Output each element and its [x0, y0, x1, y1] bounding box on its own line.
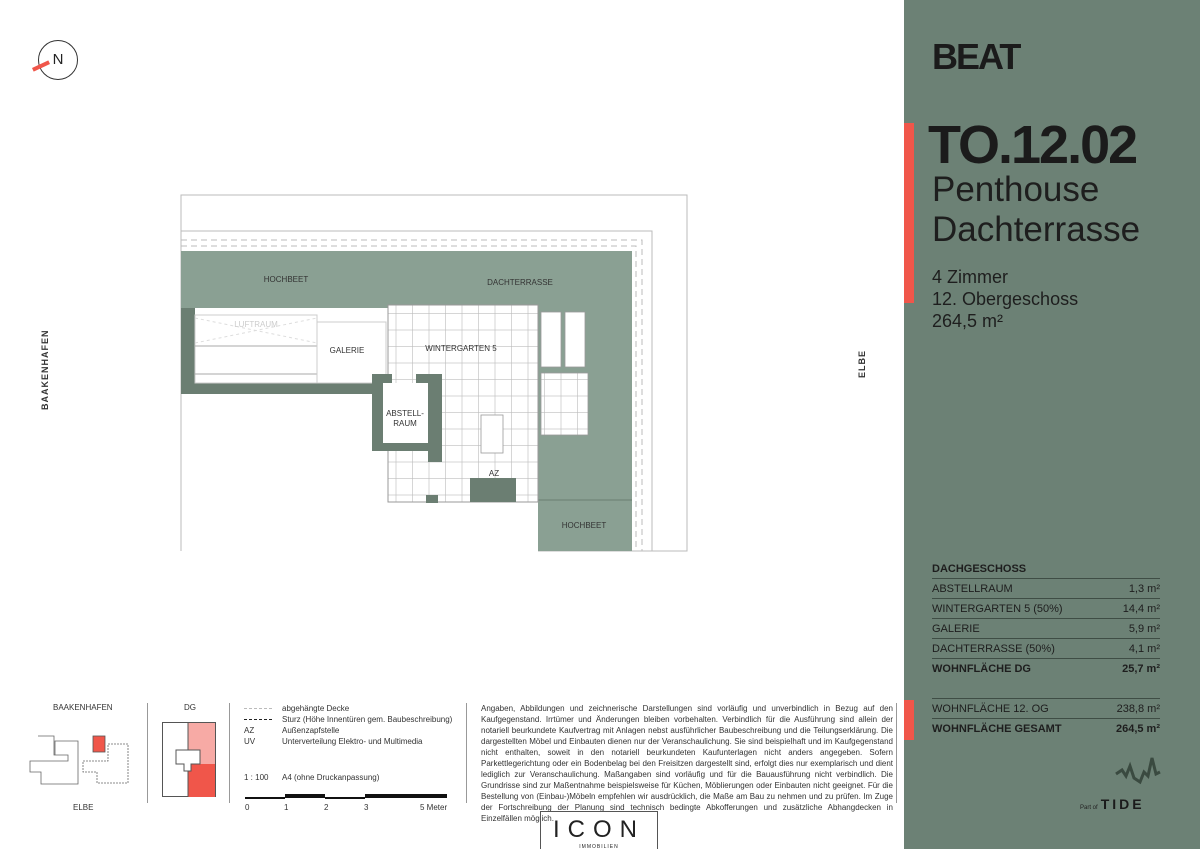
scale-info: 1 : 100 A4 (ohne Druckanpassung): [244, 773, 379, 782]
legend-text: abgehängte Decke: [282, 704, 350, 713]
scale-ratio: 1 : 100: [244, 773, 269, 782]
row-value: 238,8 m²: [1116, 703, 1160, 715]
room-label-hochbeet: HOCHBEET: [264, 275, 309, 284]
unit-info: 4 Zimmer 12. Obergeschoss 264,5 m²: [932, 266, 1078, 332]
paper-format: A4 (ohne Druckanpassung): [282, 773, 380, 782]
row-value: 1,3 m²: [1128, 583, 1160, 595]
legend-key: AZ: [244, 726, 255, 735]
scale-tick: 3: [364, 803, 369, 812]
legend-item: abgehängte Decke: [244, 703, 452, 714]
row-label: DACHTERRASSE (50%): [932, 643, 1055, 655]
scale-tick: 2: [324, 803, 329, 812]
area-table: DACHGESCHOSS ABSTELLRAUM 1,3 m² WINTERGAR…: [932, 559, 1160, 739]
keyplan-bottom-label: ELBE: [73, 803, 94, 812]
row-value: 264,5 m²: [1115, 723, 1160, 735]
site-keyplan: [29, 735, 129, 785]
unit-type-line-2: Dachterrasse: [932, 210, 1141, 249]
partner-prefix: Part of: [1080, 805, 1098, 811]
north-compass: N: [38, 40, 78, 80]
scale-bar: [245, 794, 447, 799]
tide-logo: Part of TIDE: [1080, 796, 1145, 812]
row-label: WOHNFLÄCHE 12. OG: [932, 703, 1049, 715]
keyplan-top-label: BAAKENHAFEN: [53, 703, 113, 712]
info-panel: BEAT TO.12.02 Penthouse Dachterrasse 4 Z…: [904, 0, 1200, 849]
table-row: ABSTELLRAUM 1,3 m²: [932, 579, 1160, 599]
legend-item: UV Unterverteilung Elektro- und Multimedi…: [244, 736, 452, 747]
partner-name: TIDE: [1100, 796, 1145, 812]
room-label-wintergarten: WINTERGARTEN 5: [425, 344, 497, 353]
legend-item: AZ Außenzapfstelle: [244, 725, 452, 736]
legend-text: Unterverteilung Elektro- und Multimedia: [282, 737, 423, 746]
table-header: DACHGESCHOSS: [932, 559, 1160, 579]
legend-key: UV: [244, 737, 256, 746]
row-value: 25,7 m²: [1122, 663, 1160, 675]
room-label-galerie: GALERIE: [330, 346, 365, 355]
scale-tick: 0: [245, 803, 250, 812]
row-value: 14,4 m²: [1122, 603, 1160, 615]
scale-tick: 5 Meter: [420, 803, 448, 812]
floor-label: 12. Obergeschoss: [932, 289, 1079, 309]
brand-logo: BEAT: [932, 36, 1021, 77]
unit-type: Penthouse Dachterrasse: [932, 170, 1140, 250]
unit-type-line-1: Penthouse: [932, 170, 1100, 209]
area-label: 264,5 m²: [932, 311, 1004, 331]
unit-number: TO.12.02: [928, 115, 1138, 175]
logo-name: ICON: [553, 816, 645, 843]
room-label-raum: RAUM: [393, 419, 417, 428]
legend: abgehängte Decke Sturz (Höhe Innentüren …: [244, 703, 452, 747]
accent-bar-bottom: [904, 700, 914, 740]
table-row: GALERIE 5,9 m²: [932, 619, 1160, 639]
legend-text: Außenzapfstelle: [282, 726, 340, 735]
accent-bar: [904, 123, 914, 303]
row-label: WOHNFLÄCHE DG: [932, 663, 1031, 675]
disclaimer-text: Angaben, Abbildungen und zeichnerische D…: [481, 704, 893, 823]
row-label: ABSTELLRAUM: [932, 583, 1013, 595]
legend-text: Sturz (Höhe Innentüren gem. Baubeschreib…: [282, 715, 453, 724]
table-row: WINTERGARTEN 5 (50%) 14,4 m²: [932, 599, 1160, 619]
legend-item: Sturz (Höhe Innentüren gem. Baubeschreib…: [244, 714, 452, 725]
floor-plan: HOCHBEET DACHTERRASSE LUFTRAUM GALERIE W…: [180, 194, 688, 552]
floor-row: WOHNFLÄCHE 12. OG 238,8 m²: [932, 699, 1160, 719]
tide-logo-icon: [1115, 757, 1161, 785]
hochbeet-top: [181, 251, 390, 308]
icon-immobilien-logo: ICON IMMOBILIEN: [540, 811, 658, 850]
room-label-hochbeet-2: HOCHBEET: [562, 521, 607, 530]
subtotal-row: WOHNFLÄCHE DG 25,7 m²: [932, 659, 1160, 679]
room-label-abstell: ABSTELL-: [386, 409, 424, 418]
row-label: WOHNFLÄCHE GESAMT: [932, 723, 1062, 735]
row-value: 4,1 m²: [1128, 643, 1160, 655]
total-row: WOHNFLÄCHE GESAMT 264,5 m²: [932, 719, 1160, 739]
floor-keyplan-label: DG: [184, 703, 196, 712]
room-label-luftraum: LUFTRAUM: [234, 320, 278, 329]
rooms-count: 4 Zimmer: [932, 267, 1008, 287]
table-row: DACHTERRASSE (50%) 4,1 m²: [932, 639, 1160, 659]
floor-keyplan: [162, 722, 216, 797]
az-label: AZ: [489, 469, 499, 478]
logo-sub: IMMOBILIEN: [579, 844, 619, 850]
scale-tick: 1: [284, 803, 289, 812]
row-label: GALERIE: [932, 623, 980, 635]
north-label: N: [52, 51, 64, 68]
row-value: 5,9 m²: [1128, 623, 1160, 635]
room-label-dachterrasse: DACHTERRASSE: [487, 278, 553, 287]
row-label: WINTERGARTEN 5 (50%): [932, 603, 1063, 615]
